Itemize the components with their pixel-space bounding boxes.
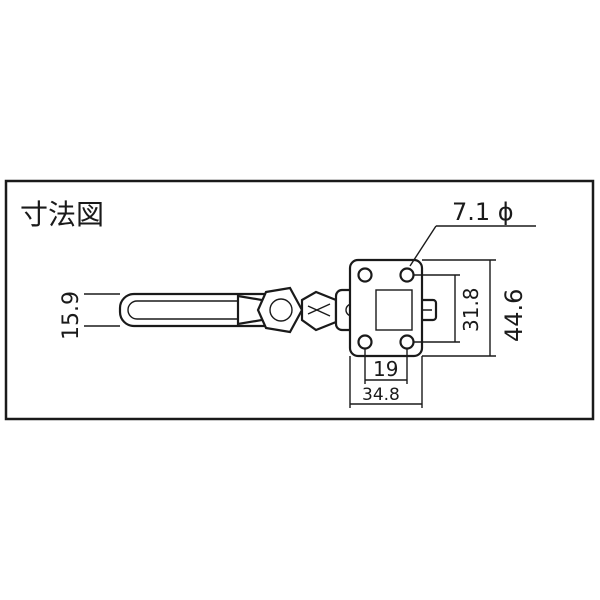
dim-handle-height: 15.9 [59,291,120,340]
mounting-hole [399,334,415,350]
clamp-handle [118,292,282,328]
dim-base-width: 34.8 [349,356,423,408]
dim-hole-spacing-vertical-label: 31.8 [459,287,483,332]
dim-handle-height-label: 15.9 [59,291,84,340]
dim-base-width-label: 34.8 [362,385,400,405]
drawing-frame [4,179,595,421]
drawing-title: 寸法図 [20,198,104,231]
dim-hole-spacing-vertical: 31.8 [414,274,483,343]
hex-nut [256,286,304,334]
mounting-hole [399,267,415,283]
mounting-hole [357,267,373,283]
dim-hole-spacing-horizontal: 19 [364,349,408,384]
dim-hole-diameter-label: 7.1 ϕ [452,198,514,226]
dim-hole-diameter: 7.1 ϕ [409,198,536,267]
base-plate [348,258,424,358]
linkage-arm [300,290,338,332]
dim-base-height-label: 44.6 [500,289,528,342]
dim-base-height: 44.6 [422,259,528,357]
dim-hole-spacing-horizontal-label: 19 [373,357,398,381]
mounting-hole [357,334,373,350]
